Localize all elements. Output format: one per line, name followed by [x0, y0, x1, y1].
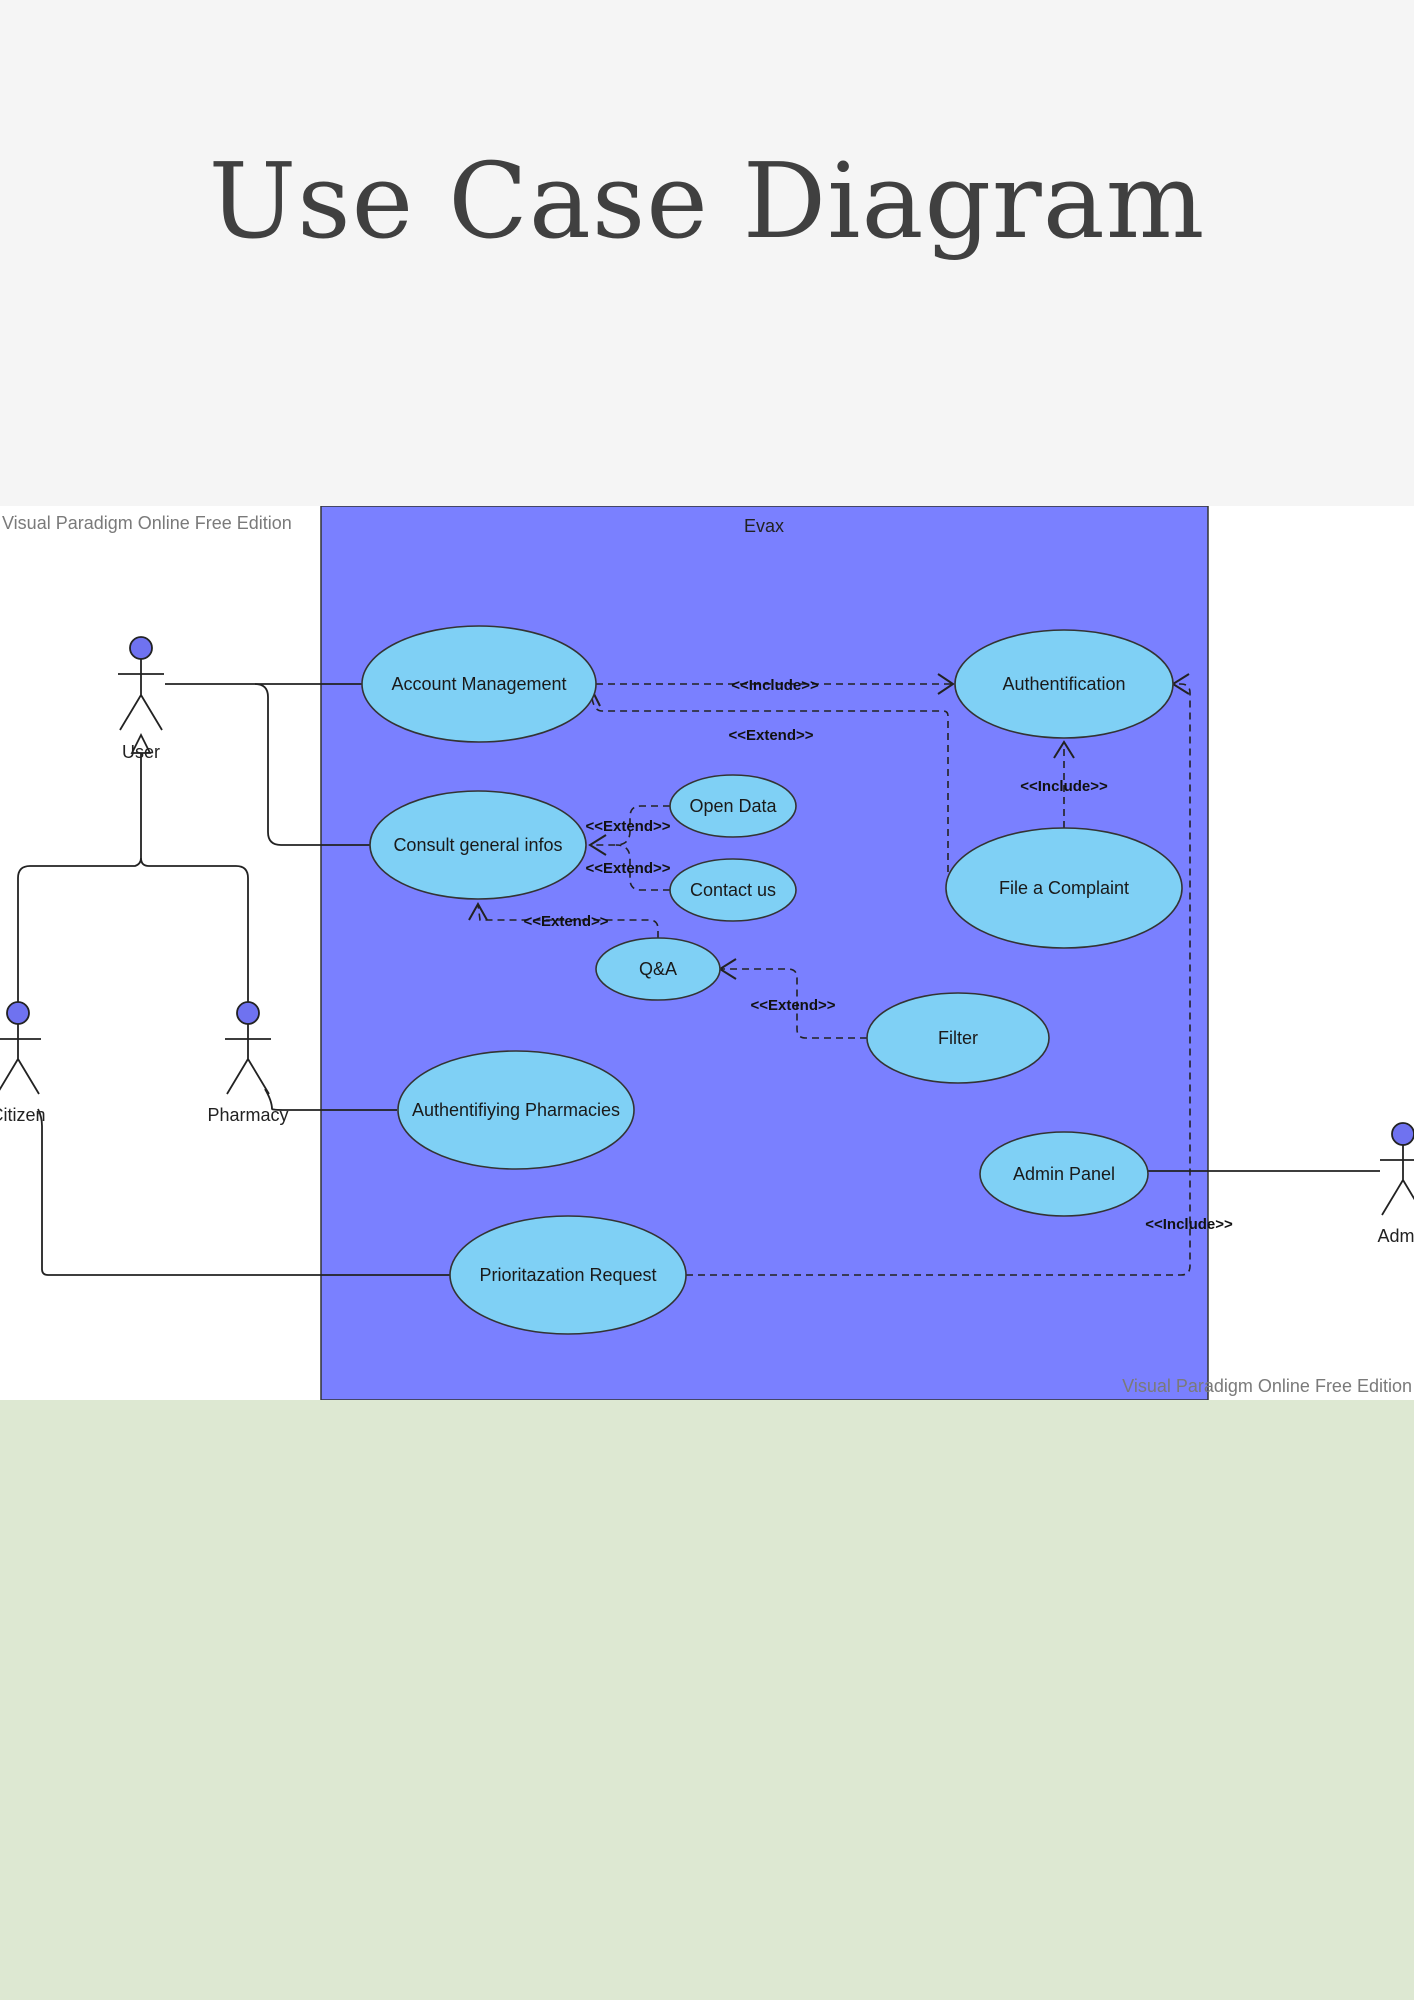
label-extend-filter: <<Extend>> [750, 997, 835, 1014]
label-extend-top: <<Extend>> [728, 727, 813, 744]
use-case-diagram: Evax Visual Paradigm Online Free Edition… [0, 506, 1414, 1400]
dep-priority-auth [686, 683, 1191, 1276]
arrow-consult-right [588, 834, 607, 856]
arrow-auth-left [937, 673, 955, 695]
dep-opendata-consult [590, 805, 670, 846]
actor-user[interactable]: User [118, 636, 164, 762]
dep-complaint-account [591, 697, 949, 872]
actor-citizen[interactable]: Citizen [0, 1001, 46, 1125]
actor-head [6, 1001, 30, 1025]
use-case-label: Account Management [391, 674, 566, 694]
label-include-auth: <<Include>> [1020, 778, 1108, 795]
use-case-consult-general-infos[interactable]: Consult general infos [369, 790, 587, 900]
title-band: Use Case Diagram [0, 0, 1414, 506]
use-case-account-management[interactable]: Account Management [361, 625, 597, 743]
dep-filter-qa [720, 968, 867, 1039]
use-case-label: Open Data [689, 796, 777, 816]
actor-label: User [122, 742, 160, 762]
use-case-qa[interactable]: Q&A [595, 937, 721, 1001]
actor-admin[interactable]: Admin [1377, 1122, 1414, 1246]
footer-band [0, 1400, 1414, 2000]
actor-body [225, 1024, 271, 1095]
actor-head [129, 636, 153, 660]
watermark-top: Visual Paradigm Online Free Edition [2, 513, 292, 533]
actor-head [1391, 1122, 1414, 1146]
use-case-filter[interactable]: Filter [866, 992, 1050, 1084]
watermark-bottom: Visual Paradigm Online Free Edition [1122, 1376, 1412, 1396]
use-case-label: Consult general infos [393, 835, 562, 855]
assoc-pharmacy-pharmacies [264, 1088, 397, 1111]
use-cases: Account Management Authentification Cons… [361, 625, 1183, 1335]
use-case-label: Authentifiying Pharmacies [412, 1100, 620, 1120]
arrow-consult-bottom [468, 901, 488, 921]
use-case-label: File a Complaint [999, 878, 1129, 898]
label-include-admin: <<Include>> [1145, 1216, 1233, 1233]
use-case-contact-us[interactable]: Contact us [669, 858, 797, 922]
assoc-citizen-priority [37, 1108, 450, 1276]
label-extend-contact: <<Extend>> [585, 860, 670, 877]
use-case-admin-panel[interactable]: Admin Panel [979, 1131, 1149, 1217]
use-case-label: Authentification [1002, 674, 1125, 694]
label-include-top: <<Include>> [731, 677, 819, 694]
use-case-authentifying-pharmacies[interactable]: Authentifiying Pharmacies [397, 1050, 635, 1170]
use-case-label: Contact us [690, 880, 776, 900]
assoc-user-consult [254, 683, 370, 846]
actor-label: Pharmacy [207, 1105, 288, 1125]
use-case-label: Admin Panel [1013, 1164, 1115, 1184]
label-extend-qa: <<Extend>> [523, 913, 608, 930]
actor-pharmacy[interactable]: Pharmacy [207, 1001, 289, 1125]
actor-body [0, 1024, 41, 1095]
arrow-auth-bottom [1053, 740, 1075, 759]
use-case-authentification[interactable]: Authentification [954, 629, 1174, 739]
generalization-line [17, 735, 142, 1013]
actor-label: Admin [1377, 1226, 1414, 1246]
use-case-prioritization-request[interactable]: Prioritazation Request [449, 1215, 687, 1335]
use-case-label: Filter [938, 1028, 978, 1048]
dep-qa-consult [477, 903, 659, 938]
actor-head [236, 1001, 260, 1025]
associations [17, 683, 1380, 1276]
label-extend-opendata: <<Extend>> [585, 818, 670, 835]
use-case-label: Prioritazation Request [479, 1265, 656, 1285]
use-case-open-data[interactable]: Open Data [669, 774, 797, 838]
use-case-label: Q&A [639, 959, 677, 979]
generalization-line-pharmacy [140, 857, 249, 1013]
page-title: Use Case Diagram [208, 140, 1206, 262]
actor-body [1380, 1145, 1414, 1216]
use-case-file-a-complaint[interactable]: File a Complaint [945, 827, 1183, 949]
actor-label: Citizen [0, 1105, 46, 1125]
dependencies [477, 683, 1191, 1276]
actor-body [118, 659, 164, 731]
system-name: Evax [744, 516, 784, 536]
generalization-arrow [130, 732, 152, 754]
